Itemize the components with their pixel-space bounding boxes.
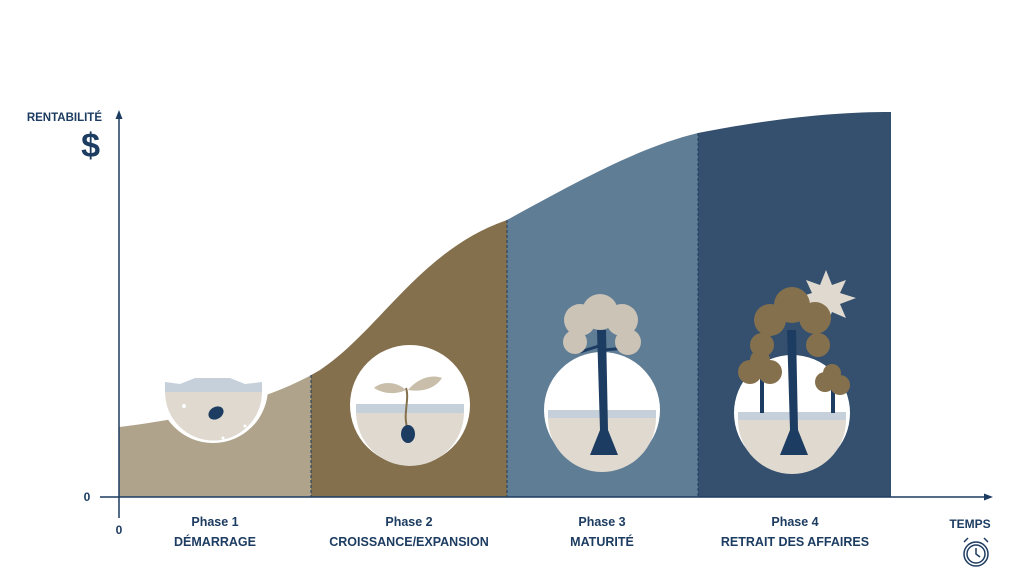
- seed-icon: [157, 378, 269, 444]
- x-axis-label: TEMPS: [949, 517, 991, 531]
- phase-2-number: Phase 2: [385, 515, 433, 529]
- phase-2-label: Phase 2 CROISSANCE/EXPANSION: [299, 512, 519, 552]
- phase-3-name: MATURITÉ: [570, 535, 634, 549]
- dollar-symbol: $: [81, 127, 100, 165]
- x-axis: [100, 493, 993, 501]
- y-axis-zero: 0: [83, 490, 91, 504]
- phase-1-label: Phase 1 DÉMARRAGE: [105, 512, 325, 552]
- y-axis: [115, 110, 123, 518]
- alarm-clock-icon: [963, 537, 989, 567]
- phase-3-number: Phase 3: [578, 515, 626, 529]
- phase-4-number: Phase 4: [771, 515, 819, 529]
- y-axis-label: RENTABILITÉ: [26, 112, 102, 124]
- x-axis-zero: 0: [115, 523, 123, 537]
- sprout-icon: [350, 345, 470, 466]
- phase-2-name: CROISSANCE/EXPANSION: [329, 535, 489, 549]
- forest-sun-icon: [734, 270, 856, 474]
- tree-icon: [544, 294, 660, 472]
- phase-1-number: Phase 1: [191, 515, 239, 529]
- phase-1-name: DÉMARRAGE: [174, 535, 256, 549]
- phase-3-label: Phase 3 MATURITÉ: [492, 512, 712, 552]
- phase-dividers: [310, 133, 699, 497]
- phase-4-label: Phase 4 RETRAIT DES AFFAIRES: [685, 512, 905, 552]
- phase-4-name: RETRAIT DES AFFAIRES: [720, 535, 870, 549]
